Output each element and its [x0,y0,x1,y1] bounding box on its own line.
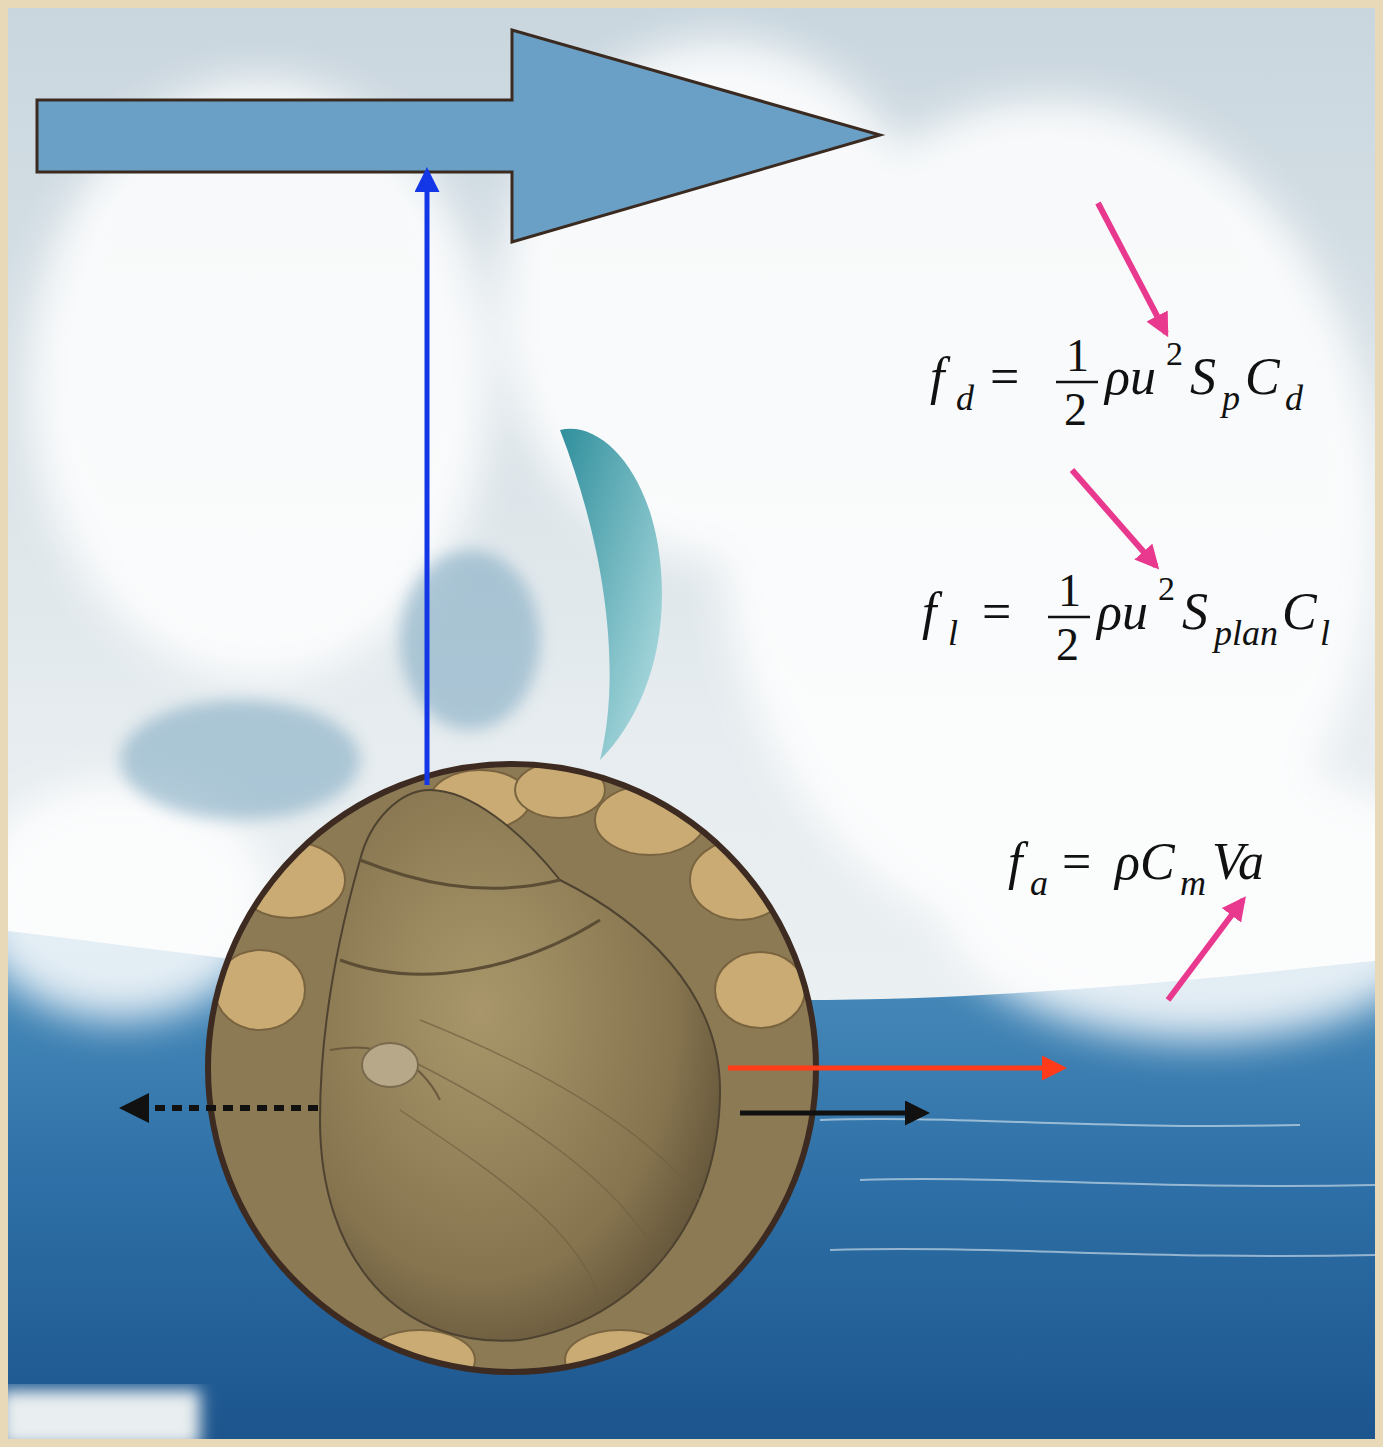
lift-arrow [425,172,430,785]
equation-symbol: Va [1212,836,1264,888]
equation-superscript: 2 [1166,337,1183,371]
equation-subscript: d [1285,380,1303,416]
equation-numerator: 1 [1066,333,1089,379]
flow-arrow [37,30,880,242]
equation-operator: = [1062,836,1091,888]
snail-lens [200,740,820,1400]
acceleration-arrow [740,1111,925,1116]
equation-subscript: plan [1214,615,1278,651]
equation-subscript: d [956,380,974,416]
equation-symbol: ρC [1115,836,1175,888]
equation-superscript: 2 [1158,572,1175,606]
fraction-bars [1048,382,1098,617]
equation-subscript: l [1320,615,1330,651]
photo-background [8,8,1375,1439]
equation-numerator: 1 [1058,568,1081,614]
equation-subscript: m [1180,865,1206,901]
equation-denominator: 2 [1064,387,1087,433]
reverse-arrow [125,1105,318,1111]
equation-subscript: l [948,615,958,651]
equation-symbol: ρu [1097,586,1148,638]
equation-symbol: C [1282,586,1317,638]
equation-symbol: f [1008,836,1022,888]
drag-arrow [728,1066,1062,1071]
equation-symbol: S [1182,586,1208,638]
equation-denominator: 2 [1056,622,1079,668]
equation-symbol: S [1190,351,1216,403]
equation-symbol: f [922,586,936,638]
equation-symbol: ρu [1105,351,1156,403]
equation-operator: = [982,586,1011,638]
equation-symbol: f [930,351,944,403]
equation-operator: = [990,351,1019,403]
equation-subscript: a [1030,865,1048,901]
equation-symbol: C [1245,351,1280,403]
equation-subscript: p [1222,380,1240,416]
